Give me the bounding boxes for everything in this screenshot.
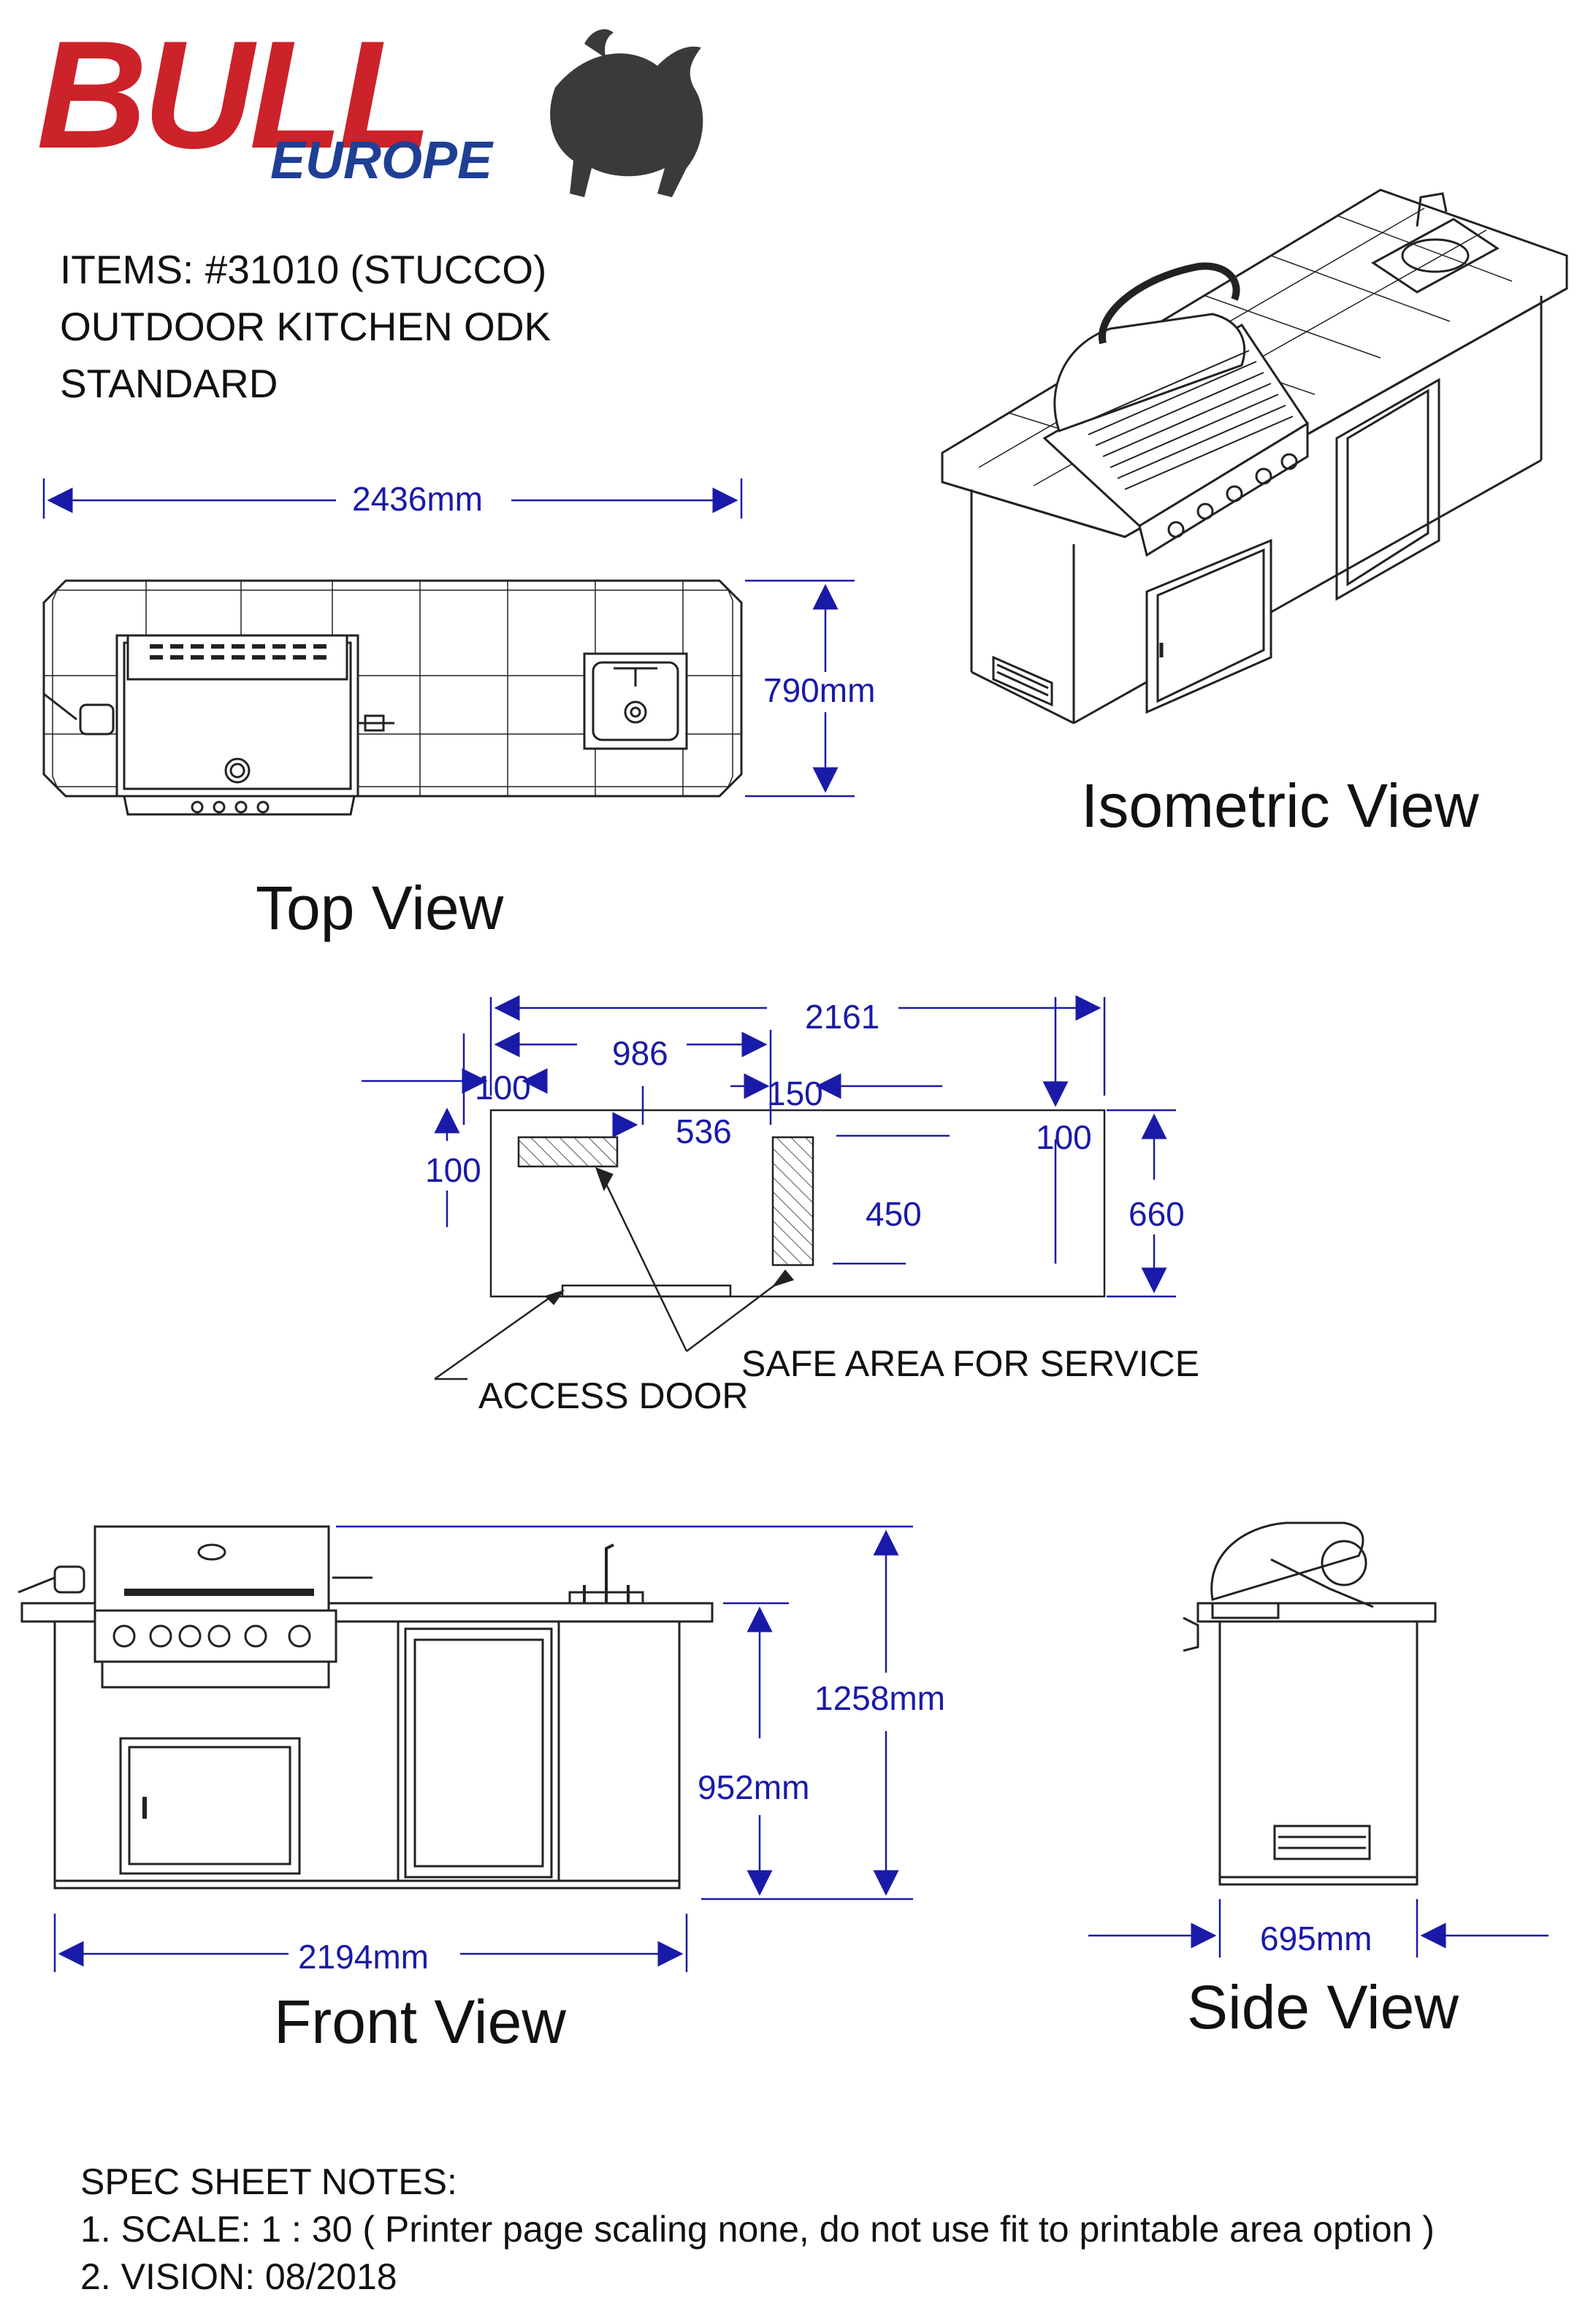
cut-450-dim: 450 <box>866 1195 922 1233</box>
isometric-view-title: Isometric View <box>1081 771 1479 840</box>
side-depth-dim: 695mm <box>1260 1920 1372 1957</box>
access-door-callout: ACCESS DOOR <box>478 1375 749 1416</box>
top-view-dimensions <box>42 478 855 798</box>
isometric-view-drawing <box>941 188 1568 725</box>
front-view-drawing <box>18 1525 714 1890</box>
cut-total-dim: 2161 <box>805 998 880 1036</box>
header-line-1: ITEMS: #31010 (STUCCO) <box>60 247 547 292</box>
front-view-title: Front View <box>274 1987 566 2056</box>
cut-986-dim: 986 <box>612 1034 668 1072</box>
safe-area-callout: SAFE AREA FOR SERVICE <box>741 1343 1200 1384</box>
note-2: 2. VISION: 08/2018 <box>80 2256 397 2297</box>
top-view-drawing <box>42 579 743 816</box>
header-line-3: STANDARD <box>60 361 278 406</box>
notes-heading: SPEC SHEET NOTES: <box>80 2161 457 2202</box>
front-height-counter-dim: 952mm <box>698 1768 810 1806</box>
side-view-drawing <box>1183 1521 1437 1886</box>
front-width-dim: 2194mm <box>298 1938 429 1976</box>
top-depth-dim: 790mm <box>763 671 876 709</box>
front-height-total-dim: 1258mm <box>814 1679 945 1717</box>
side-view-dimensions <box>1088 1899 1549 1957</box>
top-view-title: Top View <box>256 874 504 942</box>
cut-660-dim: 660 <box>1129 1195 1185 1233</box>
front-view-dimensions <box>53 1525 913 1972</box>
cut-536-dim: 536 <box>676 1112 732 1150</box>
header-line-2: OUTDOOR KITCHEN ODK <box>60 304 551 349</box>
brand-sub: EUROPE <box>270 131 493 190</box>
cutout-dimensions <box>362 995 1176 1298</box>
cut-150-dim: 150 <box>767 1074 823 1112</box>
cutout-plan <box>434 1109 1106 1380</box>
note-1: 1. SCALE: 1 : 30 ( Printer page scaling … <box>80 2209 1435 2250</box>
brand-name: BULL <box>37 9 432 180</box>
cut-100c-dim: 100 <box>425 1151 481 1189</box>
cut-100b-dim: 100 <box>1036 1118 1092 1156</box>
cut-100a-dim: 100 <box>475 1069 531 1107</box>
bull-emblem <box>550 29 703 197</box>
brand-logo: BULL EUROPE <box>29 9 730 205</box>
top-width-dim: 2436mm <box>352 480 483 518</box>
side-view-title: Side View <box>1187 1973 1459 2041</box>
